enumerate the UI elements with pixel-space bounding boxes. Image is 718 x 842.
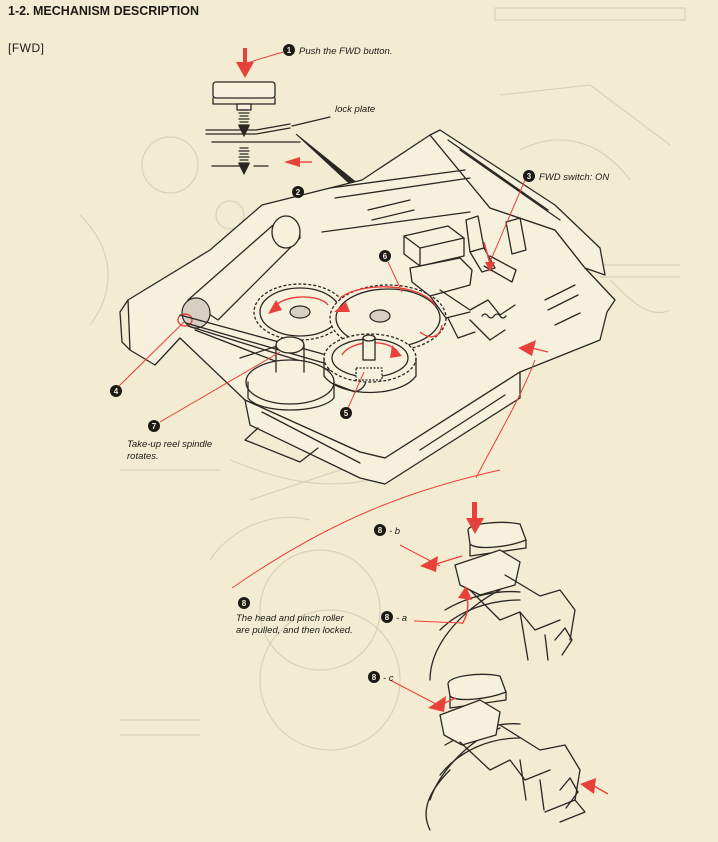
- head-lock-detail-bottom: [389, 673, 609, 831]
- callout-8: 8 The head and pinch roller are pulled, …: [236, 597, 353, 636]
- callout-8c-number: 8: [372, 673, 377, 682]
- fwd-button-detail: [205, 48, 331, 176]
- callout-2: 2: [292, 186, 304, 198]
- callout-7-number: 7: [152, 422, 157, 431]
- callout-3: 3 FWD switch: ON: [523, 170, 609, 183]
- callout-8b: 8 - b: [374, 524, 400, 537]
- cassette-mechanism: [117, 129, 616, 589]
- callout-1-number: 1: [287, 46, 292, 55]
- callout-7-text-line1: Take-up reel spindle: [127, 439, 212, 450]
- callout-4-number: 4: [114, 387, 119, 396]
- callout-7-text-line2: rotates.: [127, 451, 159, 462]
- callout-8-text-line2: are pulled, and then locked.: [236, 625, 353, 636]
- callout-7: 7 Take-up reel spindle rotates.: [127, 420, 212, 462]
- callout-4: 4: [110, 385, 122, 397]
- callout-5-number: 5: [344, 409, 349, 418]
- callout-8a: 8 - a: [381, 611, 407, 624]
- page-title: 1-2. MECHANISM DESCRIPTION: [8, 4, 199, 18]
- callout-8b-number: 8: [378, 526, 383, 535]
- lock-plate-label: lock plate: [335, 104, 375, 115]
- callout-8-number: 8: [242, 599, 247, 608]
- callout-1-text: Push the FWD button.: [299, 46, 392, 57]
- callout-6: 6: [379, 250, 391, 262]
- callout-8c: 8 - c: [368, 671, 394, 684]
- callout-8c-suffix: - c: [383, 673, 394, 684]
- callout-8b-suffix: - b: [389, 526, 400, 537]
- callout-5: 5: [340, 407, 352, 419]
- head-lock-detail-top: [399, 502, 576, 681]
- section-subtitle: [FWD]: [8, 41, 45, 55]
- callout-2-number: 2: [296, 188, 301, 197]
- callout-6-number: 6: [383, 252, 388, 261]
- callout-3-text: FWD switch: ON: [539, 172, 609, 183]
- callout-8a-number: 8: [385, 613, 390, 622]
- callout-1: 1 Push the FWD button.: [283, 44, 392, 57]
- callout-8-text-line1: The head and pinch roller: [236, 613, 345, 624]
- callout-3-number: 3: [527, 172, 532, 181]
- callout-8a-suffix: - a: [396, 613, 407, 624]
- show-through-ghost: [79, 7, 686, 751]
